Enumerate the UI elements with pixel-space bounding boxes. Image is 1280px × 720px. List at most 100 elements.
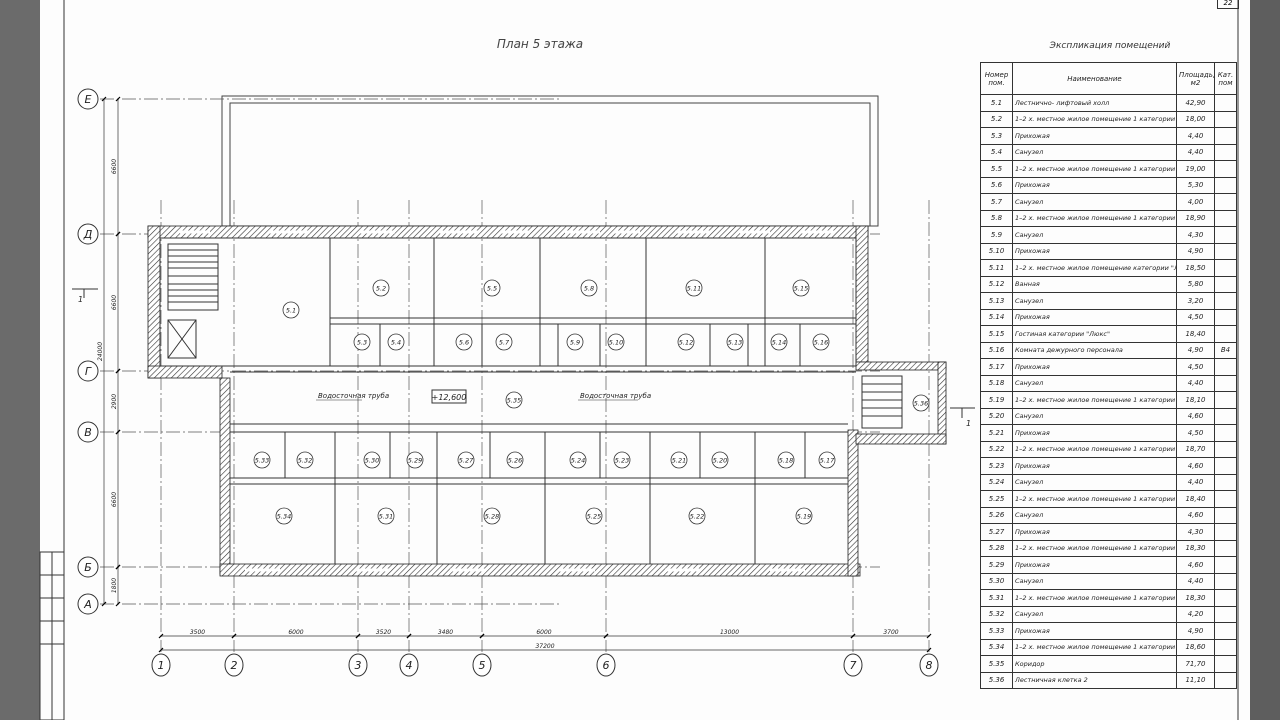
room-tag-label: 5.18 <box>779 457 793 465</box>
explication-title: Экспликация помещений <box>1049 41 1171 51</box>
room-name: 1–2 х. местное жилое помещение 1 категор… <box>1012 110 1177 128</box>
room-tag <box>566 333 584 351</box>
axis-bubble-row <box>77 593 99 615</box>
room-name: Санузел <box>1012 226 1177 244</box>
room-area: 4,60 <box>1176 556 1215 574</box>
section-mark-right <box>950 407 975 418</box>
room-tag <box>607 333 625 351</box>
room-area: 18,40 <box>1176 325 1215 343</box>
room-number: 5.4 <box>980 143 1013 161</box>
room-tag <box>792 279 810 297</box>
room-name: 1–2 х. местное жилое помещение 1 категор… <box>1012 209 1177 227</box>
room-area: 4,00 <box>1176 193 1215 211</box>
room-tag-label: 5.15 <box>794 285 808 293</box>
room-area: 18,30 <box>1176 589 1215 607</box>
room-area: 4,40 <box>1176 572 1215 590</box>
room-area: 5,80 <box>1176 275 1215 293</box>
room-number: 5.15 <box>980 325 1013 343</box>
dimension-text: 6000 <box>536 629 551 636</box>
dimension-text: 13000 <box>720 629 739 636</box>
room-tag <box>363 451 381 469</box>
room-tag <box>377 507 395 525</box>
room-area: 4,40 <box>1176 473 1215 491</box>
room-name: Санузел <box>1012 572 1177 590</box>
room-category <box>1214 523 1237 541</box>
room-number: 5.28 <box>980 539 1013 557</box>
dimension-tick <box>115 564 121 570</box>
dimension-tick <box>115 96 121 102</box>
roof-outline <box>221 95 879 227</box>
room-tag <box>505 391 523 409</box>
room-name: Санузел <box>1012 193 1177 211</box>
room-tag-label: 5.22 <box>690 513 704 521</box>
room-tag <box>585 507 603 525</box>
room-name: Коридор <box>1012 655 1177 673</box>
room-area: 4,30 <box>1176 226 1215 244</box>
room-tag <box>912 394 930 412</box>
room-area: 4,50 <box>1176 358 1215 376</box>
room-tag <box>677 333 695 351</box>
room-tag <box>353 333 371 351</box>
room-area: 4,90 <box>1176 242 1215 260</box>
dimension-text: 3480 <box>438 629 453 636</box>
room-tag <box>275 507 293 525</box>
room-number: 5.21 <box>980 424 1013 442</box>
room-category <box>1214 160 1237 178</box>
room-name: Санузел <box>1012 506 1177 524</box>
room-area: 4,60 <box>1176 407 1215 425</box>
room-tag-label: 5.1 <box>286 307 296 315</box>
drain-pipe-label: Водосточная труба <box>318 392 389 400</box>
room-tag-label: 5.33 <box>255 457 269 465</box>
axis-label-column: 8 <box>926 659 933 672</box>
axis-label-row: Г <box>85 365 92 378</box>
room-area: 71,70 <box>1176 655 1215 673</box>
room-tag-label: 5.29 <box>408 457 422 465</box>
room-tag-label: 5.8 <box>584 285 594 293</box>
dimension-tick <box>115 231 121 237</box>
room-area: 4,40 <box>1176 143 1215 161</box>
room-number: 5.19 <box>980 391 1013 409</box>
room-name: Комната дежурного персонала <box>1012 341 1177 359</box>
room-name: Санузел <box>1012 143 1177 161</box>
room-tag-label: 5.23 <box>615 457 629 465</box>
axis-bubble-column <box>399 653 419 677</box>
axis-label-column: 2 <box>231 659 238 672</box>
room-number: 5.8 <box>980 209 1013 227</box>
room-category <box>1214 292 1237 310</box>
room-name: Санузел <box>1012 292 1177 310</box>
axis-bubble-column <box>843 653 863 677</box>
axis-label-column: 1 <box>158 659 165 672</box>
room-category <box>1214 358 1237 376</box>
axis-bubble-row <box>77 360 99 382</box>
room-name: 1–2 х. местное жилое помещение категории… <box>1012 259 1177 277</box>
room-name: Прихожая <box>1012 127 1177 145</box>
axis-bubble-row <box>77 88 99 110</box>
room-tag <box>812 333 830 351</box>
room-tag <box>506 451 524 469</box>
room-name: Прихожая <box>1012 358 1177 376</box>
room-tag <box>387 333 405 351</box>
room-category <box>1214 209 1237 227</box>
dimension-tick <box>603 633 609 639</box>
room-name: Прихожая <box>1012 242 1177 260</box>
viewer-border <box>1250 0 1280 720</box>
room-category <box>1214 671 1237 689</box>
header-area: Площадь, м2 <box>1176 62 1215 95</box>
axis-label-column: 3 <box>355 659 362 672</box>
room-number: 5.20 <box>980 407 1013 425</box>
room-tag-label: 5.11 <box>687 285 701 293</box>
room-tag-label: 5.9 <box>570 339 580 347</box>
room-category <box>1214 572 1237 590</box>
axis-bubble-row <box>77 223 99 245</box>
dimension-text: 6600 <box>111 295 118 310</box>
